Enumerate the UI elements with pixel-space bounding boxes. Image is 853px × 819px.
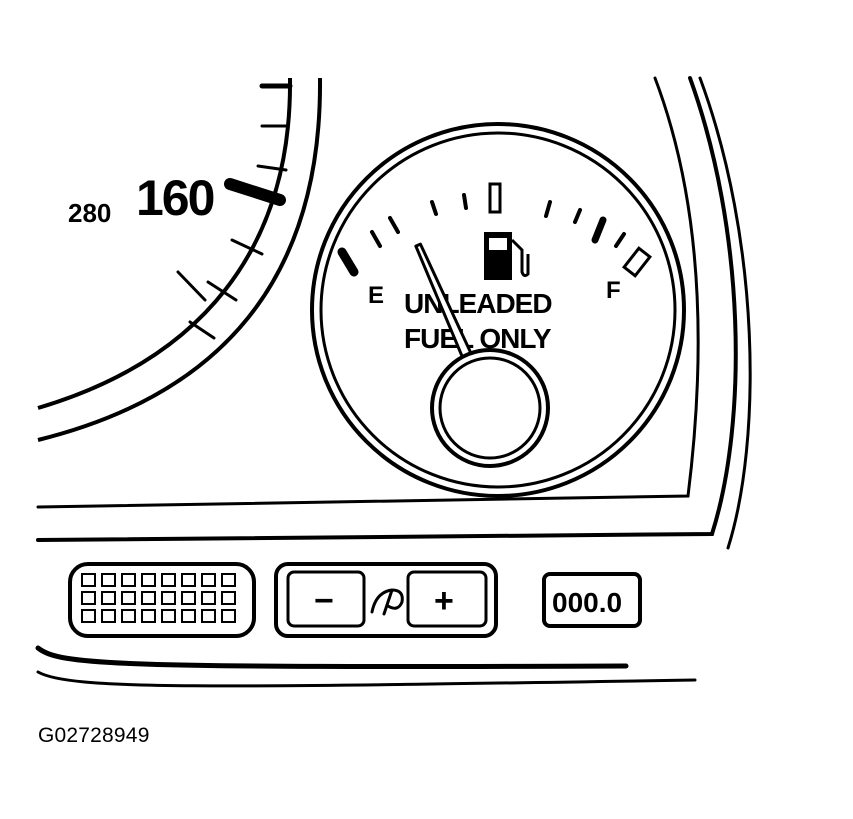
fuel-pump-icon — [484, 232, 530, 280]
fuel-gauge-text-line2: FUEL ONLY — [404, 323, 552, 354]
fuel-gauge-full-label: F — [606, 277, 621, 304]
speedometer-kmh-label: 280 — [68, 198, 111, 228]
indicator-lamp — [141, 591, 156, 605]
indicator-lamp — [161, 609, 176, 623]
speedometer-mph-label: 160 — [136, 170, 214, 226]
indicator-lamp — [101, 591, 116, 605]
indicator-lamp — [121, 573, 136, 587]
indicator-lamp — [81, 609, 96, 623]
fuel-gauge-ticks — [337, 182, 653, 278]
indicator-lamp — [201, 609, 216, 623]
dimmer-minus-label: − — [314, 582, 334, 620]
indicator-lamp — [81, 573, 96, 587]
fuel-gauge-inner-ring — [319, 131, 677, 489]
indicator-lamp — [161, 573, 176, 587]
indicator-lamp — [81, 591, 96, 605]
indicator-lamp — [121, 609, 136, 623]
indicator-lamp — [161, 591, 176, 605]
warning-light-panel — [68, 562, 256, 638]
cluster-housing — [35, 76, 752, 688]
fuel-gauge: E F UNLEADED FUEL ONLY — [310, 122, 686, 498]
speedometer-bezel — [37, 77, 323, 442]
indicator-lamp — [181, 609, 196, 623]
indicator-lamp — [101, 573, 116, 587]
illumination-adjust-icon — [370, 588, 404, 616]
indicator-lamp — [141, 609, 156, 623]
dimmer-control[interactable]: − + — [274, 562, 498, 638]
dimmer-plus-label: + — [434, 582, 454, 620]
speedometer-ticks — [176, 83, 293, 340]
odometer-value: 000.0 — [552, 587, 622, 618]
figure-id: G02728949 — [38, 724, 150, 747]
indicator-lamp — [101, 609, 116, 623]
indicator-lamp — [221, 609, 236, 623]
indicator-lamp — [181, 591, 196, 605]
indicator-lamp — [141, 573, 156, 587]
fuel-gauge-empty-label: E — [368, 282, 384, 309]
indicator-lamp — [201, 591, 216, 605]
indicator-lamp — [221, 591, 236, 605]
indicator-lamp — [121, 591, 136, 605]
odometer-display: 000.0 — [542, 572, 642, 628]
fuel-gauge-hub-inner — [438, 356, 542, 460]
dimmer-plus-button[interactable] — [406, 570, 488, 628]
indicator-grid — [81, 573, 236, 623]
indicator-lamp — [181, 573, 196, 587]
dimmer-minus-button[interactable] — [286, 570, 366, 628]
fuel-gauge-text-line1: UNLEADED — [404, 288, 552, 319]
indicator-lamp — [221, 573, 236, 587]
indicator-lamp — [201, 573, 216, 587]
fuel-gauge-outer-ring — [310, 122, 686, 498]
